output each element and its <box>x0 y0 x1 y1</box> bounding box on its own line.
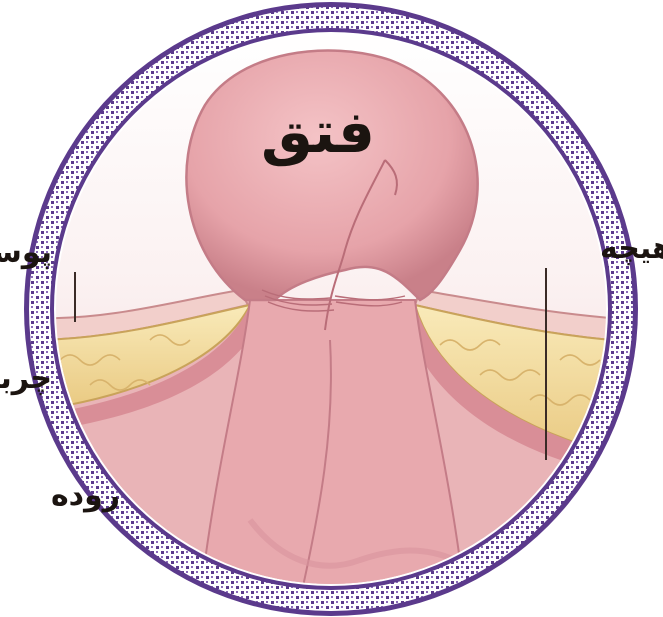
hernia-label: فتق <box>261 98 375 167</box>
skin-label: پوست <box>0 235 52 270</box>
muscle-label: ماهیچه <box>600 231 663 266</box>
hernia-sac <box>186 50 477 300</box>
intestine-label: روده <box>51 478 120 513</box>
